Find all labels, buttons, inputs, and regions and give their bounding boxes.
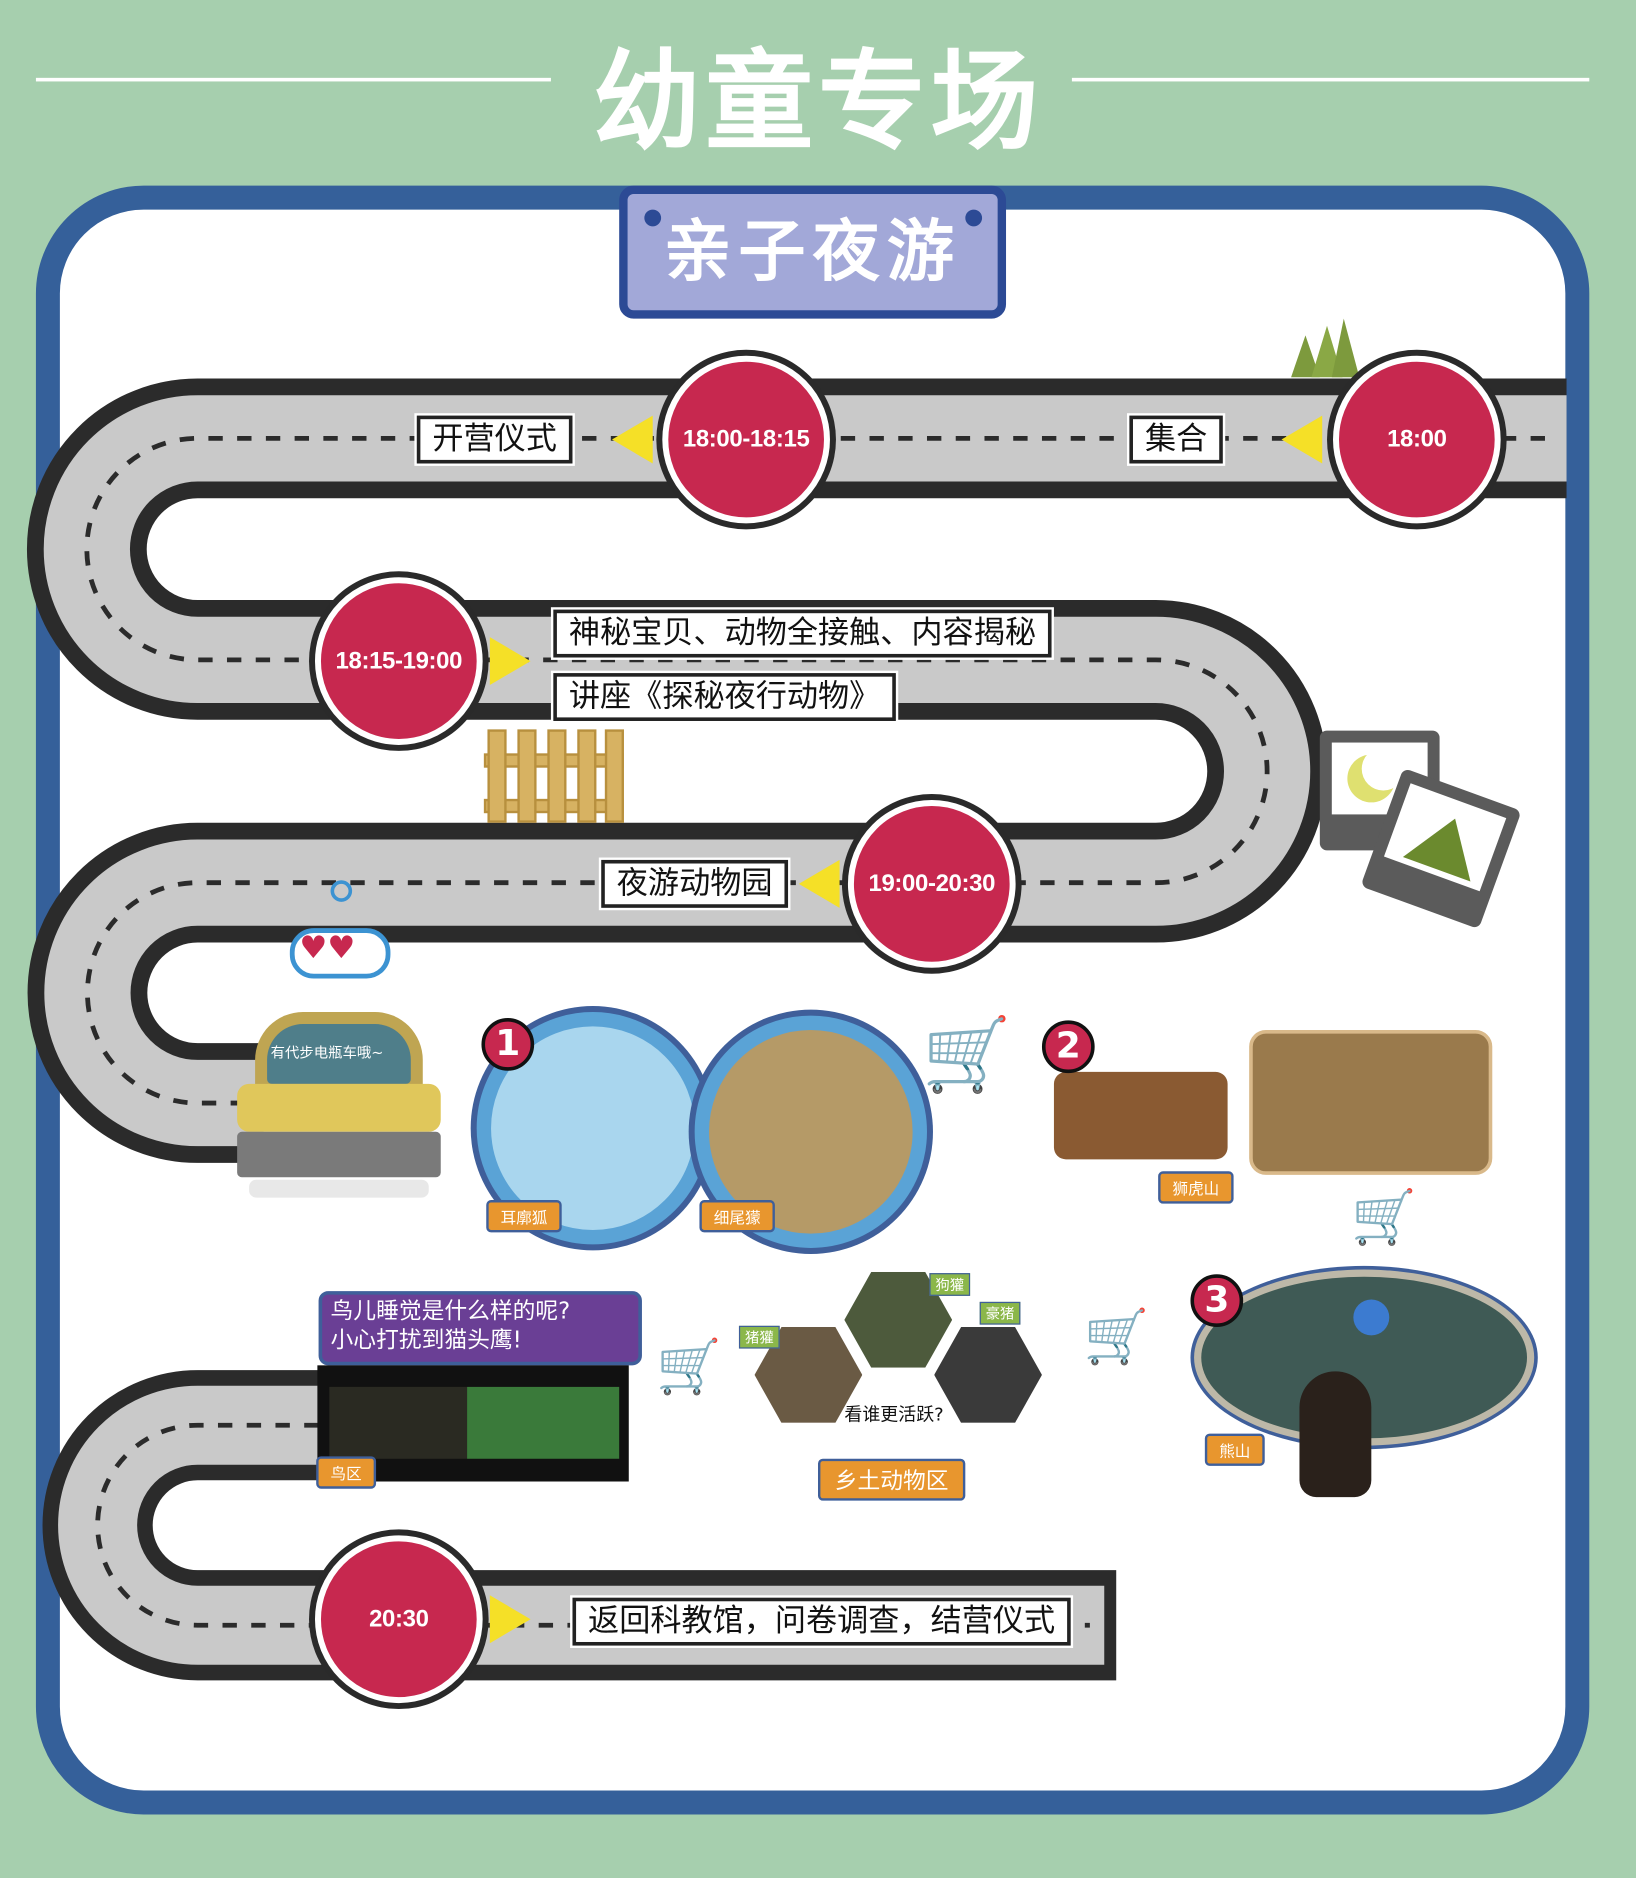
picture-icon: [1319, 730, 1520, 928]
page-title: 幼童专场: [592, 39, 1044, 166]
sign-bolt: [644, 209, 662, 227]
animal-tag: 豪猪: [979, 1301, 1021, 1325]
stroller-icon: 🛒: [1350, 1186, 1417, 1248]
tiger-photo: [1053, 1071, 1228, 1160]
area-tag: 鸟区: [316, 1456, 377, 1489]
film-strip: [317, 1365, 629, 1482]
ball: [1353, 1299, 1390, 1336]
event-sign: 亲子夜游: [619, 185, 1007, 319]
time-circle: 18:00: [1332, 355, 1501, 524]
stroller-icon: 🛒: [1083, 1306, 1150, 1368]
area-tag: 乡土动物区: [818, 1458, 966, 1501]
animal-tag: 猪獾: [738, 1325, 780, 1349]
animal-tag: 细尾獴: [699, 1200, 775, 1233]
stroller-icon: 🛒: [656, 1336, 722, 1398]
car-text: 有代步电瓶车哦~: [270, 1044, 384, 1062]
caption: 看谁更活跃?: [844, 1403, 944, 1426]
time-circle: 19:00-20:30: [847, 800, 1016, 968]
animal-tag: 耳廓狐: [486, 1200, 562, 1233]
arrow-icon: [798, 859, 840, 908]
stop-number: 1: [481, 1018, 535, 1071]
trees-icon: [1291, 318, 1360, 378]
car-icon: 有代步电瓶车哦~: [237, 1012, 441, 1198]
arrow-icon: [489, 1595, 531, 1644]
animal-tag: 狗獾: [929, 1273, 971, 1296]
divider: [35, 77, 551, 82]
schedule-label: 夜游动物园: [601, 859, 789, 908]
sign-bolt: [965, 209, 983, 227]
bubble-line: 鸟儿睡觉是什么样的呢?: [330, 1298, 571, 1325]
time-circle: 18:00-18:15: [662, 355, 830, 524]
time-circle: 18:15-19:00: [314, 577, 483, 745]
bear: [1299, 1371, 1372, 1498]
area-tag: 狮虎山: [1158, 1171, 1234, 1204]
arrow-icon: [489, 637, 531, 686]
schedule-label: 集合: [1129, 415, 1223, 464]
schedule-label: 返回科教馆，问卷调查，结营仪式: [572, 1597, 1071, 1646]
speech-bubble: 鸟儿睡觉是什么样的呢? 小心打扰到猫头鹰!: [318, 1291, 642, 1366]
schedule-label: 讲座《探秘夜行动物》: [553, 673, 896, 721]
arrow-icon: [1281, 415, 1323, 464]
stop-number: 2: [1041, 1020, 1095, 1074]
schedule-label: 神秘宝贝、动物全接触、内容揭秘: [553, 609, 1052, 658]
area-tag: 熊山: [1204, 1433, 1265, 1466]
time-circle: 20:30: [314, 1535, 483, 1704]
lion-photo: [1249, 1029, 1493, 1175]
bubble-line: 小心打扰到猫头鹰!: [330, 1327, 522, 1354]
arrow-icon: [612, 415, 653, 464]
schedule-label: 开营仪式: [416, 415, 573, 464]
robot-icon: ♥♥: [287, 880, 391, 979]
fence-icon: [483, 729, 624, 823]
stroller-icon: 🛒: [922, 1013, 1012, 1098]
stop-number: 3: [1190, 1274, 1244, 1328]
divider: [1071, 77, 1590, 82]
